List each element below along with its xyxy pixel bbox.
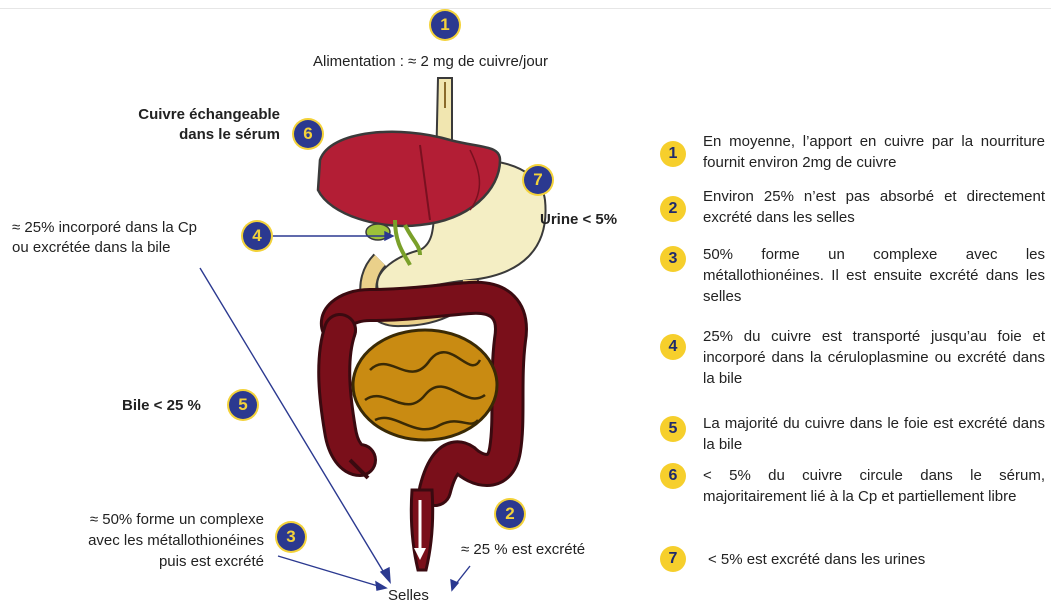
legend-number: 3 bbox=[660, 246, 686, 272]
complex-label-line1: ≈ 50% forme un complexe bbox=[20, 510, 264, 529]
badge-2: 2 bbox=[496, 500, 524, 528]
legend-text: En moyenne, l’apport en cuivre par la no… bbox=[703, 131, 1045, 173]
legend-number: 2 bbox=[660, 196, 686, 222]
excreted-label: ≈ 25 % est excrété bbox=[461, 540, 585, 559]
legend-number: 1 bbox=[660, 141, 686, 167]
legend-number: 5 bbox=[660, 416, 686, 442]
legend-number: 6 bbox=[660, 463, 686, 489]
serum-label-line2: dans le sérum bbox=[110, 125, 280, 144]
legend-text: < 5% est excrété dans les urines bbox=[708, 549, 1050, 570]
alimentation-label: Alimentation : ≈ 2 mg de cuivre/jour bbox=[313, 52, 548, 71]
badge-5: 5 bbox=[229, 391, 257, 419]
badge-7: 7 bbox=[524, 166, 552, 194]
legend-text: 25% du cuivre est transporté jusqu’au fo… bbox=[703, 326, 1045, 389]
badge-4: 4 bbox=[243, 222, 271, 250]
urine-label: Urine < 5% bbox=[540, 210, 617, 229]
legend-number: 4 bbox=[660, 334, 686, 360]
badge-3: 3 bbox=[277, 523, 305, 551]
legend-text: < 5% du cuivre circule dans le sérum, ma… bbox=[703, 465, 1045, 507]
legend-number: 7 bbox=[660, 546, 686, 572]
selles-label: Selles bbox=[388, 586, 429, 605]
rectum bbox=[411, 490, 433, 570]
cp-label-line1: ≈ 25% incorporé dans la Cp bbox=[12, 218, 197, 237]
arrow-complex-to-selles bbox=[278, 556, 378, 586]
legend-text: Environ 25% n’est pas absorbé et directe… bbox=[703, 186, 1045, 228]
legend-text: 50% forme un complexe avec les métalloth… bbox=[703, 244, 1045, 307]
cp-label-line2: ou excrétée dans la bile bbox=[12, 238, 170, 257]
legend-text: La majorité du cuivre dans le foie est e… bbox=[703, 413, 1045, 455]
badge-6: 6 bbox=[294, 120, 322, 148]
bile-label: Bile < 25 % bbox=[122, 396, 201, 415]
complex-label-line3: puis est excrété bbox=[20, 552, 264, 571]
complex-label-line2: avec les métallothionéines bbox=[20, 531, 264, 550]
badge-1: 1 bbox=[431, 11, 459, 39]
serum-label-line1: Cuivre échangeable bbox=[110, 105, 280, 124]
